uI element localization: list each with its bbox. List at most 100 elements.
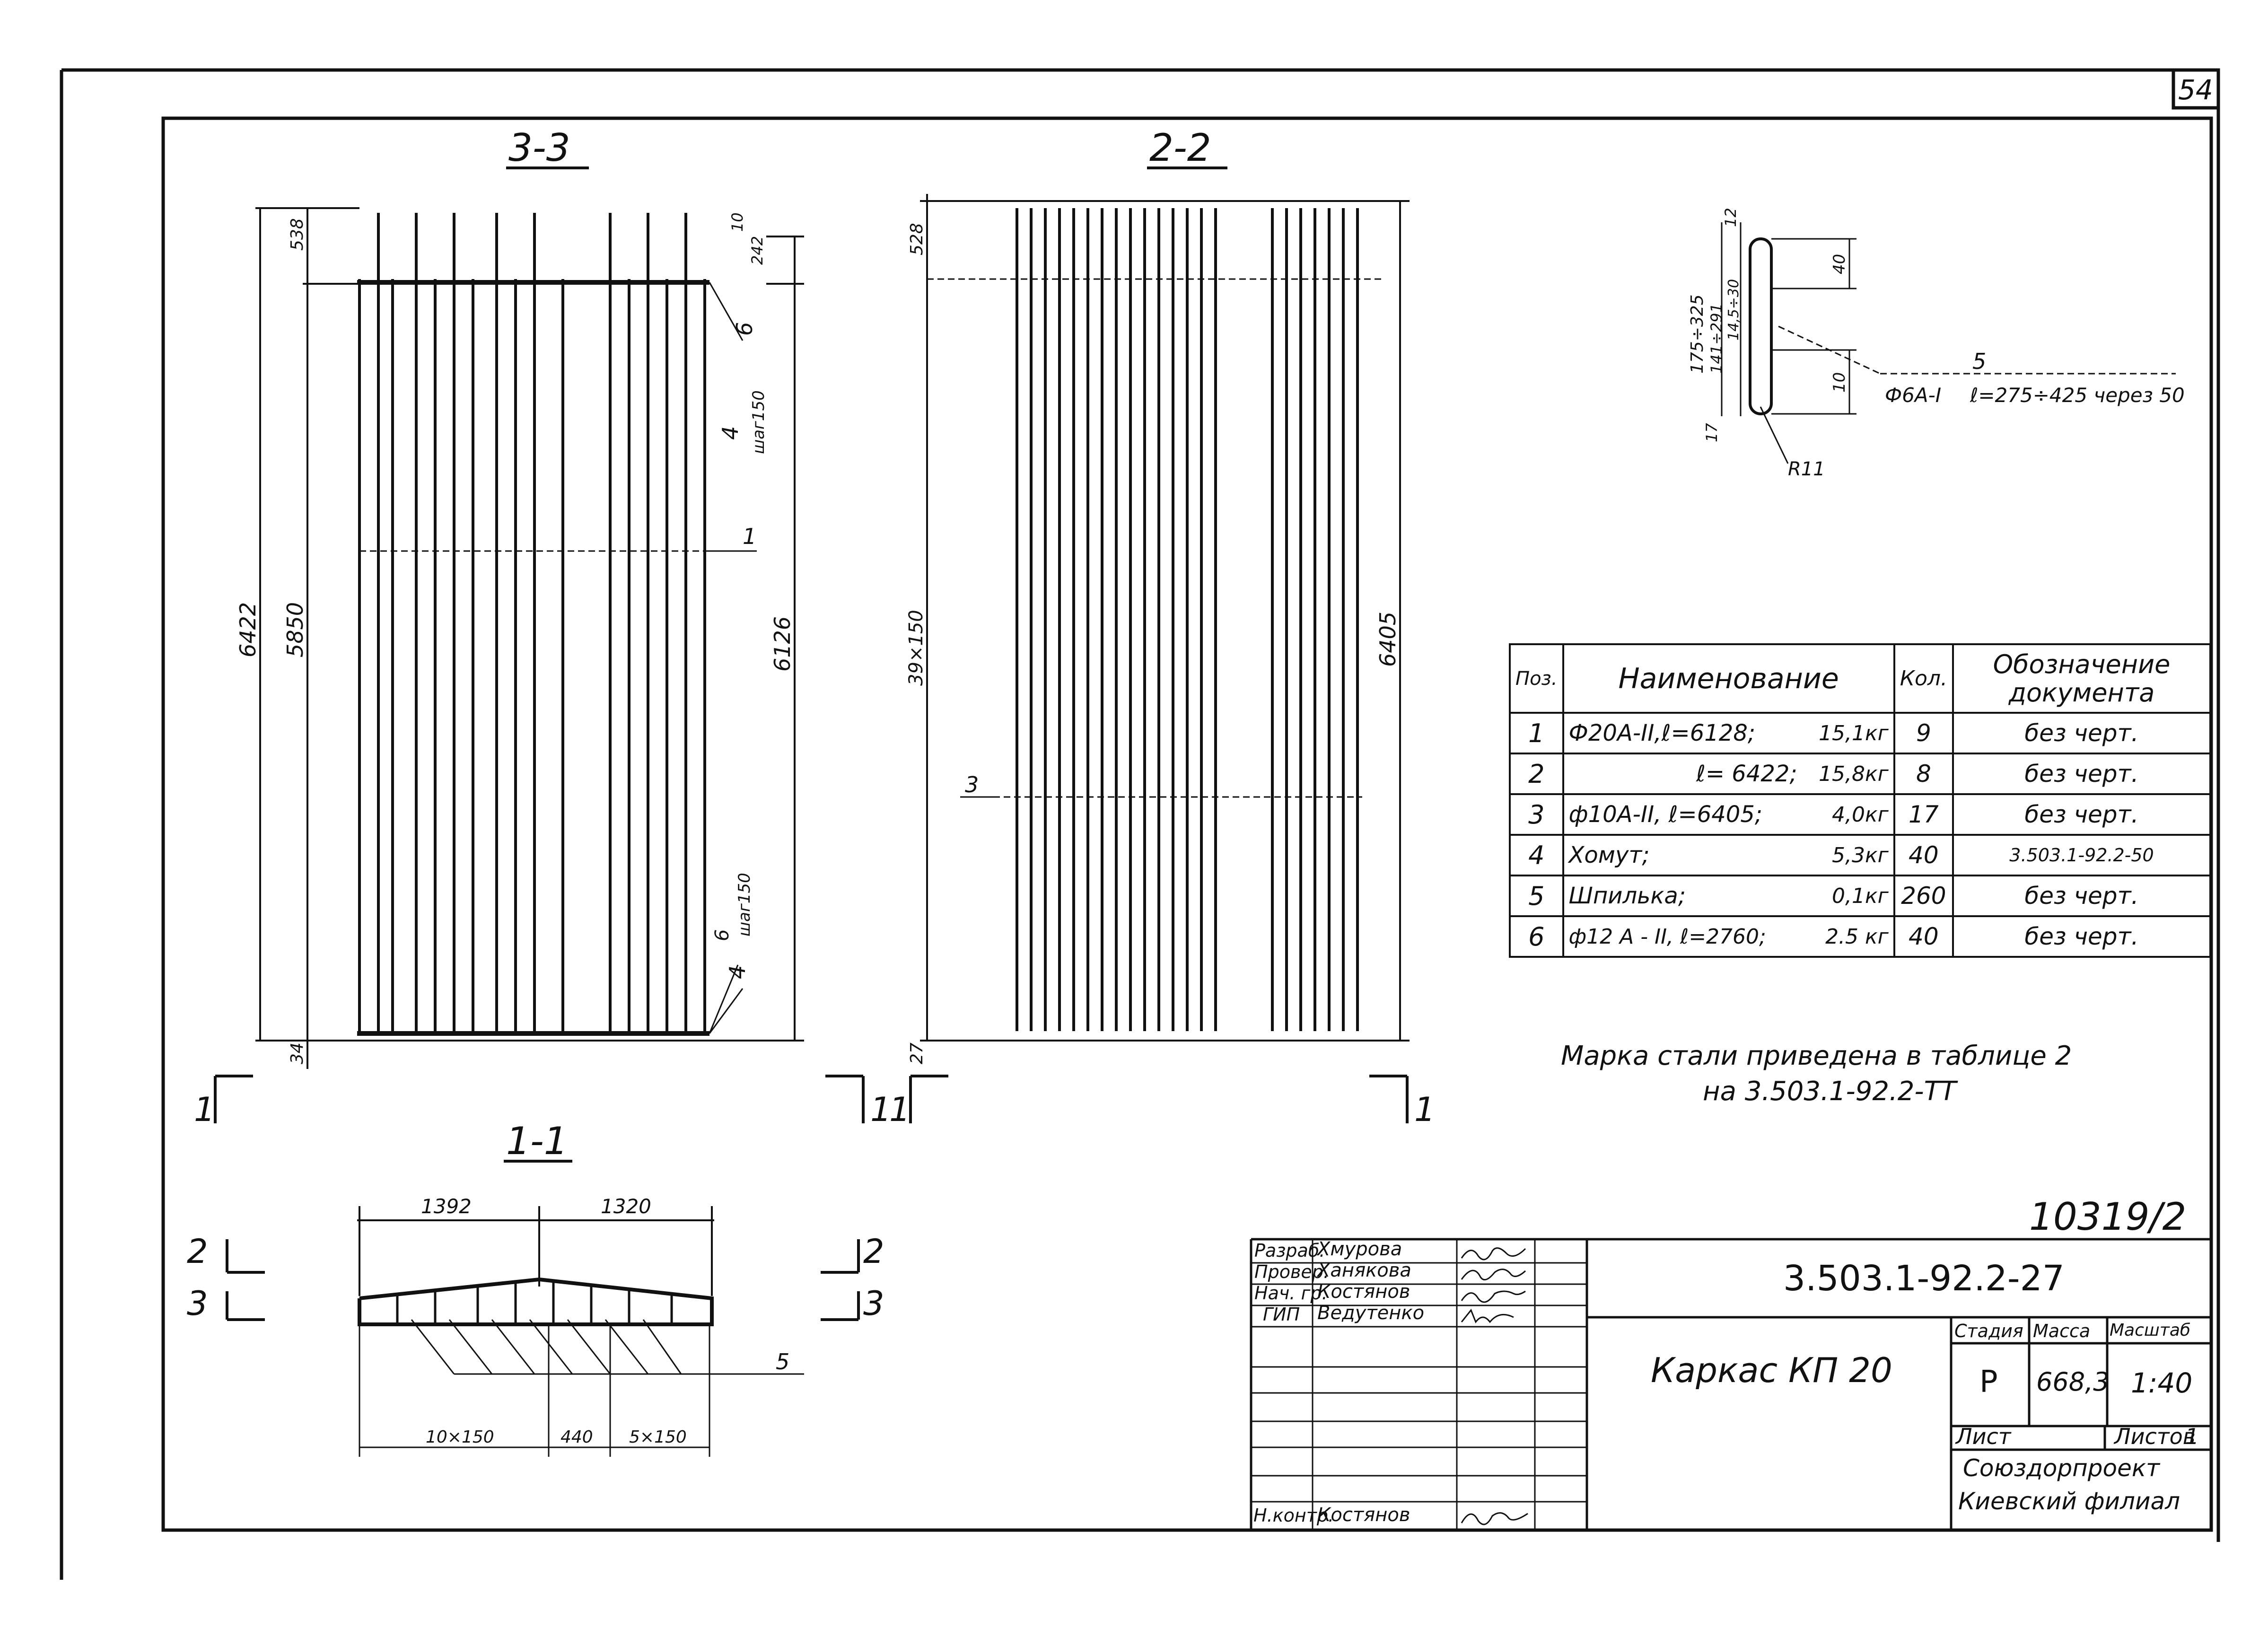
callout-6-step: шаг150	[735, 873, 754, 937]
scale-label: Масштаб	[2110, 1321, 2191, 1340]
section-1-1: 1-1	[357, 1119, 804, 1457]
spec-table: Поз. Наименование Кол. Обозначение докум…	[1509, 643, 2211, 958]
row-name: ℓ= 6422;	[1562, 753, 1802, 795]
cut-mark-2-right: 2	[863, 1232, 884, 1271]
section-2-2: 2-2	[905, 126, 1410, 1064]
table-row: 5 Шпилька; 0,1кг 260 без черт.	[1509, 875, 2211, 917]
role-chief-engineer: ГИП	[1263, 1304, 1300, 1325]
row-doc: без черт.	[1952, 793, 2211, 836]
header-qty: Кол.	[1893, 643, 1954, 714]
cut-mark-right: 1	[870, 1090, 892, 1129]
row-qty: 260	[1893, 875, 1954, 917]
table-row: 3 ф10А-II, ℓ=6405; 4,0кг 17 без черт.	[1509, 793, 2211, 836]
mass-value: 668,3	[2036, 1367, 2110, 1397]
scale-value: 1:40	[2131, 1367, 2193, 1399]
row-mass: 5,3кг	[1802, 834, 1895, 876]
header-pos: Поз.	[1509, 643, 1564, 714]
header-doc-line2: документа	[2008, 677, 2155, 708]
name-norm-control: Костянов	[1317, 1504, 1410, 1526]
row-name: ф10А-II, ℓ=6405;	[1562, 793, 1802, 836]
dim-inner-5850: 5850	[282, 602, 308, 657]
title-block-grid	[1250, 1238, 2211, 1530]
callout-6-top: 6	[732, 322, 757, 336]
pin-pos: 5	[1972, 349, 1986, 374]
dim-overall-6405: 6405	[1375, 612, 1401, 667]
cut-markers-2-3	[226, 1239, 860, 1321]
cut-markers-1-1	[214, 1075, 1409, 1123]
row-pos: 4	[1509, 834, 1564, 876]
callout-4-step: шаг150	[749, 390, 768, 454]
sheets-label: Листов	[2114, 1424, 2196, 1449]
role-norm-control: Н.контр.	[1253, 1505, 1334, 1526]
row-mass: 2.5 кг	[1802, 915, 1895, 958]
pin-dim-12: 12	[1722, 208, 1740, 227]
pin-dim-175-325: 175÷325	[1688, 294, 1707, 374]
table-row: 2 ℓ= 6422; 15,8кг 8 без черт.	[1509, 753, 2211, 795]
pin-dim-141-291: 141÷291	[1708, 303, 1725, 374]
row-doc: без черт.	[1952, 712, 2211, 754]
header-name: Наименование	[1562, 643, 1895, 714]
stage-label: Стадия	[1954, 1321, 2023, 1341]
cut-mark-3-left: 3	[187, 1284, 208, 1323]
org-line1: Союздорпроект	[1963, 1454, 2160, 1482]
dim-10x150: 10×150	[426, 1427, 494, 1447]
row-mass: 15,8кг	[1802, 753, 1895, 795]
row-mass: 4,0кг	[1802, 793, 1895, 836]
callout-4-bottom: 4	[725, 965, 750, 979]
signatures	[1461, 1247, 1528, 1525]
drawing-title: Каркас КП 20	[1651, 1350, 1892, 1390]
row-pos: 5	[1509, 875, 1564, 917]
table-row: 6 ф12 А - II, ℓ=2760; 2.5 кг 40 без черт…	[1509, 915, 2211, 958]
pin-dim-17: 17	[1703, 423, 1721, 442]
section-3-3-title: 3-3	[508, 126, 570, 170]
steel-note-line1: Марка стали приведена в таблице 2	[1561, 1041, 2072, 1071]
dim-440: 440	[560, 1427, 593, 1447]
pin-spec-a: Ф6А-I	[1885, 384, 1941, 407]
row-pos: 3	[1509, 793, 1564, 836]
row-qty: 40	[1893, 834, 1954, 876]
row-name: Ф20А-II,ℓ=6128;	[1562, 712, 1802, 754]
row-mass: 15,1кг	[1802, 712, 1895, 754]
row-qty: 40	[1893, 915, 1954, 958]
inventory-number: 10319/2	[2029, 1195, 2186, 1239]
dim-5x150: 5×150	[629, 1427, 687, 1447]
row-pos: 1	[1509, 712, 1564, 754]
row-doc: 3.503.1-92.2-50	[1952, 834, 2211, 876]
dim-1392: 1392	[421, 1195, 472, 1218]
sheet-number: 54	[2178, 74, 2213, 106]
row-doc: без черт.	[1952, 753, 2211, 795]
pin-spec-b: ℓ=275÷425 через 50	[1970, 384, 2185, 407]
dim-spacing-39x150: 39×150	[905, 610, 927, 686]
org-line2: Киевский филиал	[1958, 1488, 2180, 1515]
row-mass: 0,1кг	[1802, 875, 1895, 917]
dim-right-6126: 6126	[770, 616, 795, 672]
row-name: Шпилька;	[1562, 875, 1802, 917]
doc-code: 3.503.1-92.2-27	[1783, 1258, 2065, 1299]
pin-radius: R11	[1788, 458, 1825, 480]
callout-6-bottom: 6	[711, 929, 733, 941]
dim-bottom-27: 27	[907, 1042, 927, 1064]
row-name: Хомут;	[1562, 834, 1802, 876]
steel-note-line2: на 3.503.1-92.2-ТТ	[1703, 1076, 1956, 1107]
cut-mark-2-left: 2	[187, 1232, 208, 1271]
sheets-count: 1	[2185, 1424, 2199, 1449]
section-2-2-title: 2-2	[1149, 126, 1211, 170]
callout-5: 5	[776, 1349, 789, 1374]
title-block-sig-grid	[1251, 1239, 1587, 1530]
name-checker: Ханякова	[1317, 1260, 1411, 1281]
callout-1: 1	[743, 524, 756, 549]
header-doc-line1: Обозначение	[1993, 649, 2171, 679]
pin-dim-10: 10	[1830, 372, 1849, 393]
cut-mark-left: 1	[194, 1090, 215, 1129]
section-1-1-title: 1-1	[506, 1119, 568, 1163]
role-developer: Разраб.	[1254, 1240, 1325, 1261]
header-doc: Обозначение документа	[1952, 643, 2211, 714]
callout-4: 4	[718, 426, 743, 440]
sheet-label: Лист	[1956, 1424, 2011, 1449]
name-developer: Хмурова	[1317, 1238, 1402, 1260]
row-pos: 6	[1509, 915, 1564, 958]
dim-top-538: 538	[288, 218, 307, 251]
role-checker: Провер.	[1254, 1261, 1329, 1282]
row-name: ф12 А - II, ℓ=2760;	[1562, 915, 1802, 958]
